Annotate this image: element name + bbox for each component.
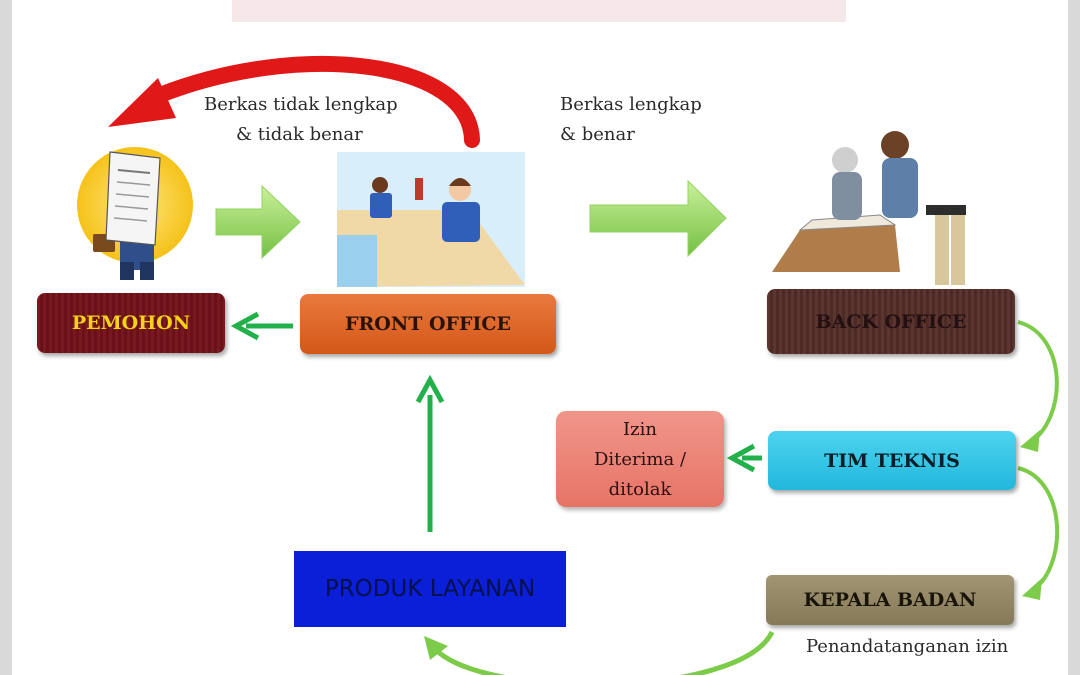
left-frame-border [0,0,12,675]
complete-files-label-line2: & benar [560,124,635,145]
node-produk-layanan-label: PRODUK LAYANAN [324,576,536,602]
izin-line2: Diterima / [593,449,687,470]
node-produk-layanan: PRODUK LAYANAN [294,551,566,627]
node-back-office: BACK OFFICE [767,289,1015,354]
title-banner [232,0,846,22]
incomplete-files-label-line2: & tidak benar [236,124,363,145]
applicant-illustration [77,147,193,280]
red-return-arrow [108,55,480,148]
signing-label: Penandatanganan izin [806,636,1009,657]
node-tim-teknis: TIM TEKNIS [768,431,1016,490]
izin-line3: ditolak [608,479,672,500]
node-kepala-badan-label: KEPALA BADAN [803,589,977,611]
back-office-illustration [772,131,966,285]
front-office-illustration [337,152,525,287]
curve-tim-teknis-to-kepala-badan [1017,466,1059,600]
izin-line1: Izin [623,419,657,440]
curve-back-office-to-tim-teknis [1017,320,1059,452]
right-frame-border [1068,0,1080,675]
arrow-tim-teknis-to-izin [726,443,762,473]
curve-kepala-badan-to-produk [424,630,775,675]
arrow-produk-to-front-office [415,374,445,532]
node-kepala-badan: KEPALA BADAN [766,575,1014,625]
node-izin-result: Izin Diterima / ditolak [556,411,724,507]
node-back-office-label: BACK OFFICE [815,310,967,333]
node-tim-teknis-label: TIM TEKNIS [824,449,960,472]
node-pemohon: PEMOHON [37,293,225,353]
node-front-office: FRONT OFFICE [300,294,556,354]
incomplete-files-label-line1: Berkas tidak lengkap [204,94,398,115]
node-pemohon-label: PEMOHON [71,312,191,334]
block-arrow-to-front-office [215,184,301,260]
arrow-front-office-to-pemohon [230,311,293,341]
node-front-office-label: FRONT OFFICE [345,313,511,335]
block-arrow-to-back-office [589,179,727,258]
complete-files-label-line1: Berkas lengkap [560,94,702,115]
